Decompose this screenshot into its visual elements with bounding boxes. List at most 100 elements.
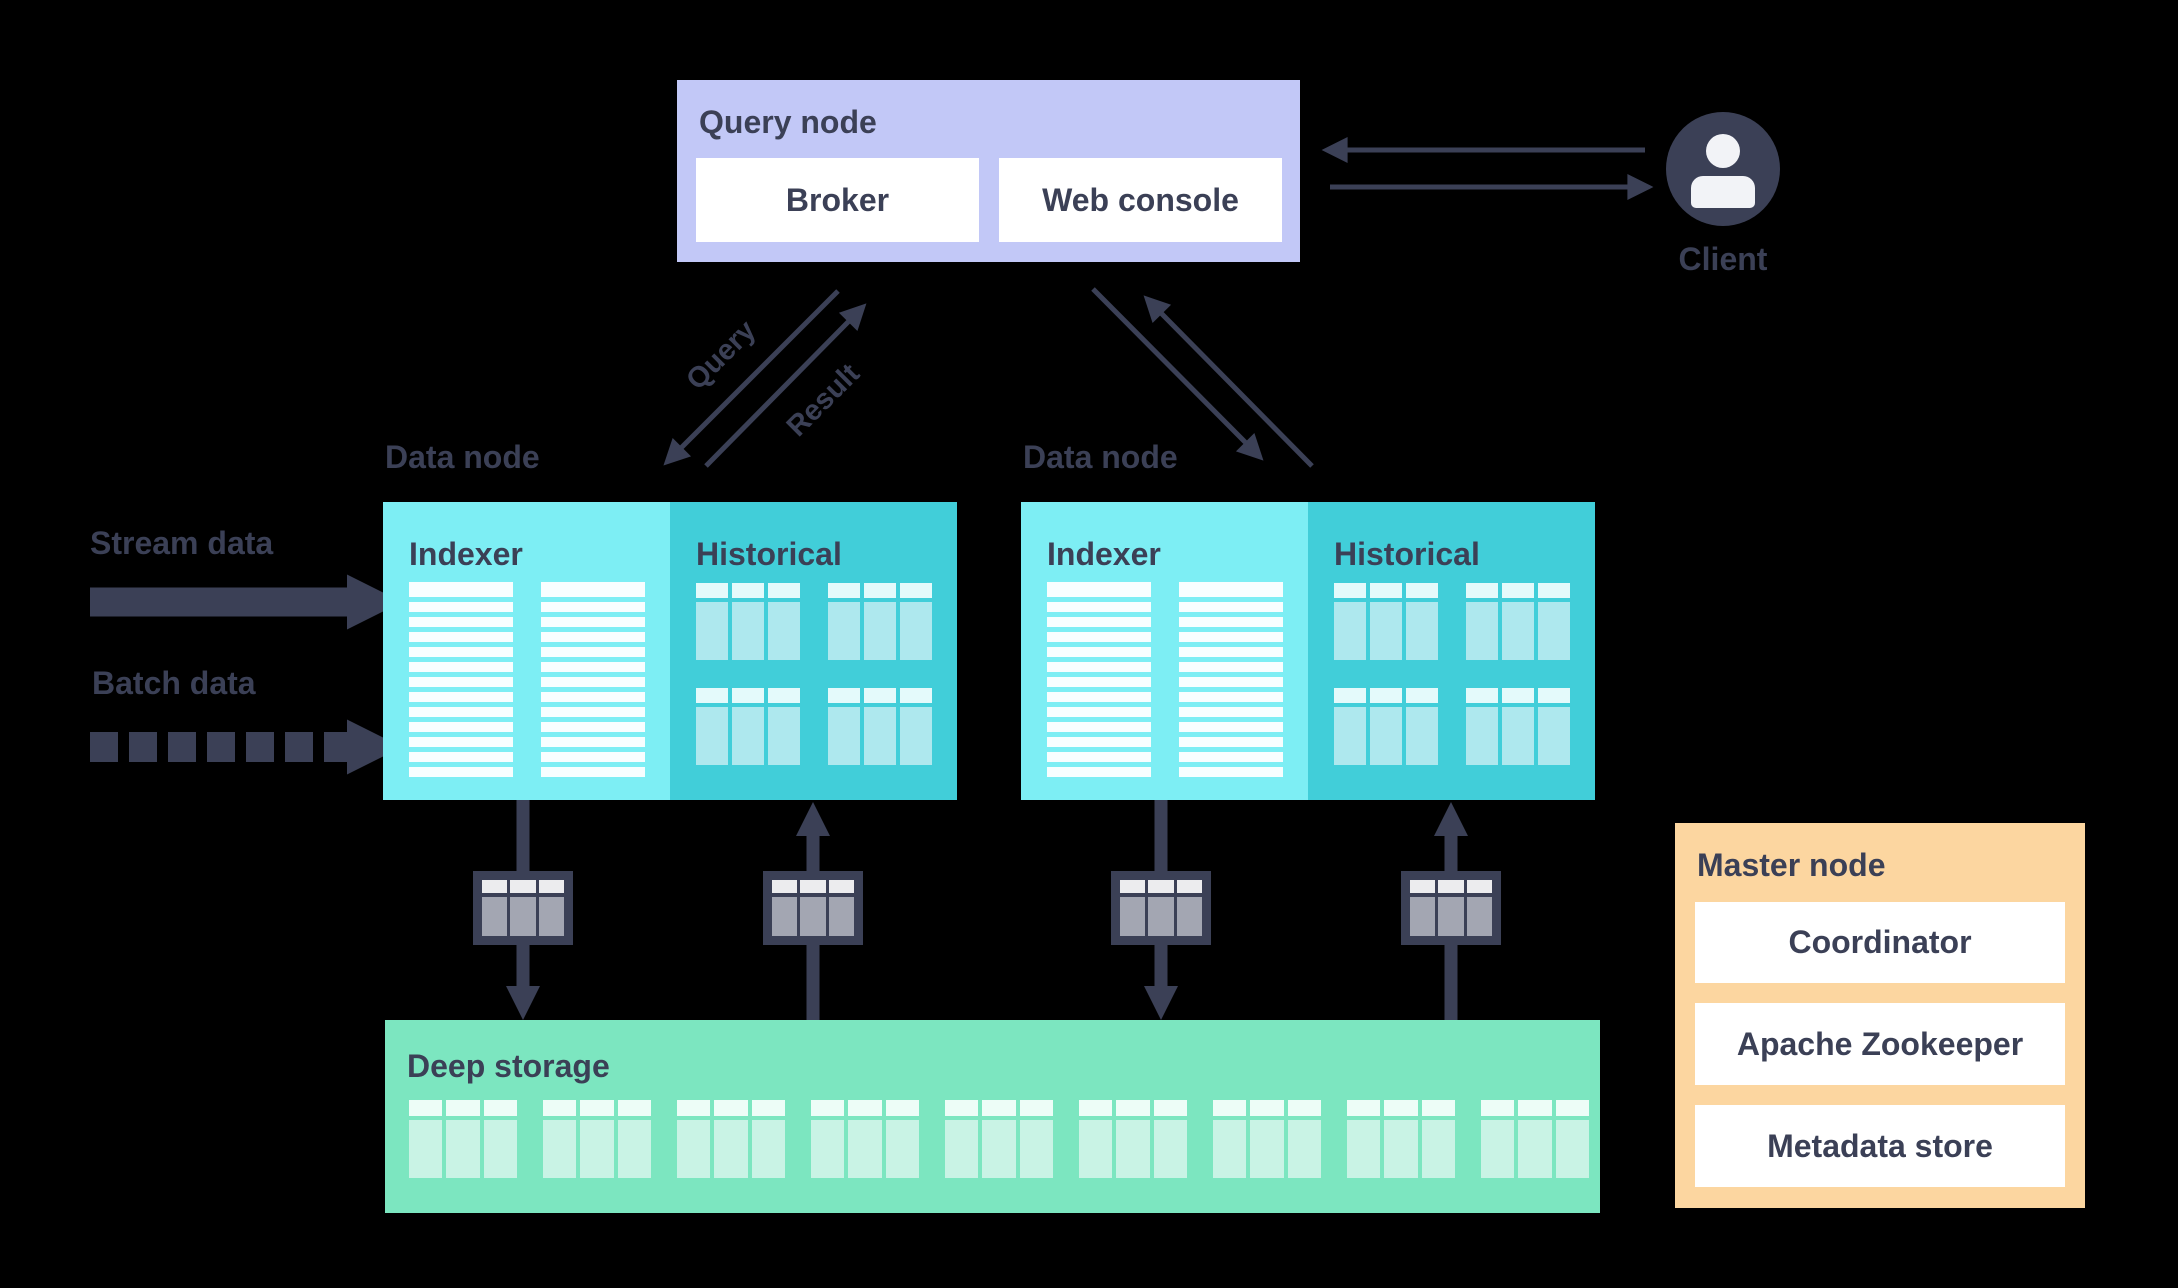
row-stripe (541, 647, 645, 657)
row-stripe (541, 677, 645, 687)
row-stripe (1047, 767, 1151, 777)
segment-table-icon (811, 1100, 919, 1178)
indexer-title: Indexer (409, 536, 523, 572)
deep-storage-title: Deep storage (407, 1048, 610, 1084)
segment-table-icon (1079, 1100, 1187, 1178)
segment-table-icon (1334, 688, 1438, 765)
data-node-1-label: Data node (385, 439, 540, 475)
person-icon-body (1691, 176, 1755, 208)
row-stripe (1179, 632, 1283, 642)
arrow-result-to-querynode (704, 303, 867, 468)
master-node-title: Master node (1697, 847, 1886, 883)
indexer-task-list (541, 582, 645, 777)
row-stripe (409, 617, 513, 627)
coordinator-label: Coordinator (1788, 924, 1972, 960)
segment-table-icon (1481, 1100, 1589, 1178)
historical-title: Historical (1334, 536, 1480, 572)
web-console-label: Web console (1042, 181, 1239, 218)
historical-segments (1334, 583, 1570, 765)
segment-table-icon (1410, 880, 1492, 936)
segment-table-icon (772, 880, 854, 936)
segment-table-icon (828, 583, 932, 660)
indexer-panel: Indexer (383, 502, 670, 800)
row-stripe (1179, 647, 1283, 657)
segment-table-icon (1334, 583, 1438, 660)
historical-panel: Historical (1308, 502, 1595, 800)
row-stripe (1047, 692, 1151, 702)
arrow-query-to-datanode2 (1091, 287, 1264, 461)
historical-panel: Historical (670, 502, 957, 800)
row-stripe (409, 692, 513, 702)
row-stripe (541, 617, 645, 627)
client-avatar (1666, 112, 1780, 226)
indexer-title: Indexer (1047, 536, 1161, 572)
segment-table-icon (945, 1100, 1053, 1178)
indexer-task-list (1047, 582, 1151, 777)
coordinator-box: Coordinator (1695, 902, 2065, 983)
segment-table-icon (696, 583, 800, 660)
row-stripe (1179, 582, 1283, 597)
segment-table-icon (482, 880, 564, 936)
row-stripe (1047, 617, 1151, 627)
segment-transfer-icon (1401, 871, 1501, 945)
segment-table-icon (1466, 583, 1570, 660)
row-stripe (409, 647, 513, 657)
row-stripe (1047, 722, 1151, 732)
segment-transfer-icon (473, 871, 573, 945)
row-stripe (541, 737, 645, 747)
row-stripe (409, 767, 513, 777)
segment-table-icon (828, 688, 932, 765)
row-stripe (1179, 617, 1283, 627)
data-node-2-label: Data node (1023, 439, 1178, 475)
stream-data-label: Stream data (90, 525, 274, 561)
row-stripe (409, 677, 513, 687)
row-stripe (1179, 722, 1283, 732)
row-stripe (409, 737, 513, 747)
row-stripe (1047, 632, 1151, 642)
row-stripe (1179, 677, 1283, 687)
row-stripe (409, 632, 513, 642)
query-node-title: Query node (699, 104, 877, 140)
row-stripe (541, 707, 645, 717)
indexer-task-list (1179, 582, 1283, 777)
indexer-task-list (409, 582, 513, 777)
segment-transfer-icon (763, 871, 863, 945)
row-stripe (1047, 677, 1151, 687)
row-stripe (409, 602, 513, 612)
row-stripe (1047, 647, 1151, 657)
row-stripe (541, 662, 645, 672)
row-stripe (541, 582, 645, 597)
row-stripe (1047, 707, 1151, 717)
metadata-store-label: Metadata store (1767, 1127, 1993, 1164)
row-stripe (541, 692, 645, 702)
row-stripe (1179, 767, 1283, 777)
historical-title: Historical (696, 536, 842, 572)
row-stripe (409, 722, 513, 732)
row-stripe (1047, 602, 1151, 612)
indexer-panel: Indexer (1021, 502, 1308, 800)
row-stripe (541, 752, 645, 762)
segment-table-icon (409, 1100, 517, 1178)
row-stripe (1179, 692, 1283, 702)
row-stripe (541, 632, 645, 642)
segment-table-icon (696, 688, 800, 765)
row-stripe (409, 582, 513, 597)
row-stripe (409, 752, 513, 762)
row-stripe (409, 707, 513, 717)
row-stripe (1179, 707, 1283, 717)
zookeeper-label: Apache Zookeeper (1736, 1025, 2024, 1062)
segment-table-icon (677, 1100, 785, 1178)
arrow-datanode2-to-query (1143, 295, 1314, 468)
data-node-2-box: Indexer Historical (1021, 502, 1595, 800)
query-node-box: Query node Broker Web console (677, 80, 1300, 262)
row-stripe (1179, 602, 1283, 612)
deep-storage-segments (409, 1100, 1589, 1178)
row-stripe (1047, 737, 1151, 747)
row-stripe (541, 722, 645, 732)
segment-table-icon (543, 1100, 651, 1178)
deep-storage-box: Deep storage (385, 1020, 1600, 1213)
broker-box: Broker (696, 158, 979, 242)
master-node-box: Master node Coordinator Apache Zookeeper… (1675, 823, 2085, 1208)
metadata-store-box: Metadata store (1695, 1105, 2065, 1187)
